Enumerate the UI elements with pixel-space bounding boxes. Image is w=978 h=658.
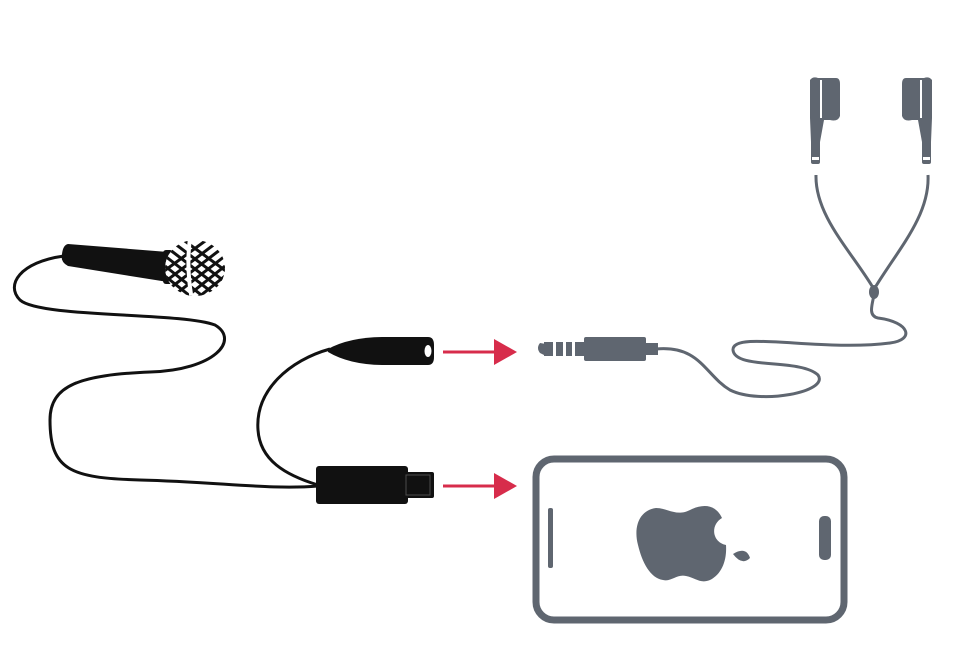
right-earbud: [902, 77, 932, 164]
iphone-landscape-icon: [532, 455, 848, 624]
audio-socket-icon: [328, 337, 434, 365]
arrow-to-earphones: [443, 339, 517, 365]
lightning-plug-icon: [316, 466, 434, 504]
apple-logo-icon: [636, 506, 750, 582]
arrow-to-phone: [443, 473, 517, 499]
audio-plug-icon: [538, 337, 658, 361]
y-splitter-icon: [256, 347, 331, 487]
microphone-icon: [61, 240, 225, 296]
earphones-icon: [538, 77, 932, 399]
left-earbud: [810, 77, 840, 164]
microphone-cable: [13, 254, 320, 489]
